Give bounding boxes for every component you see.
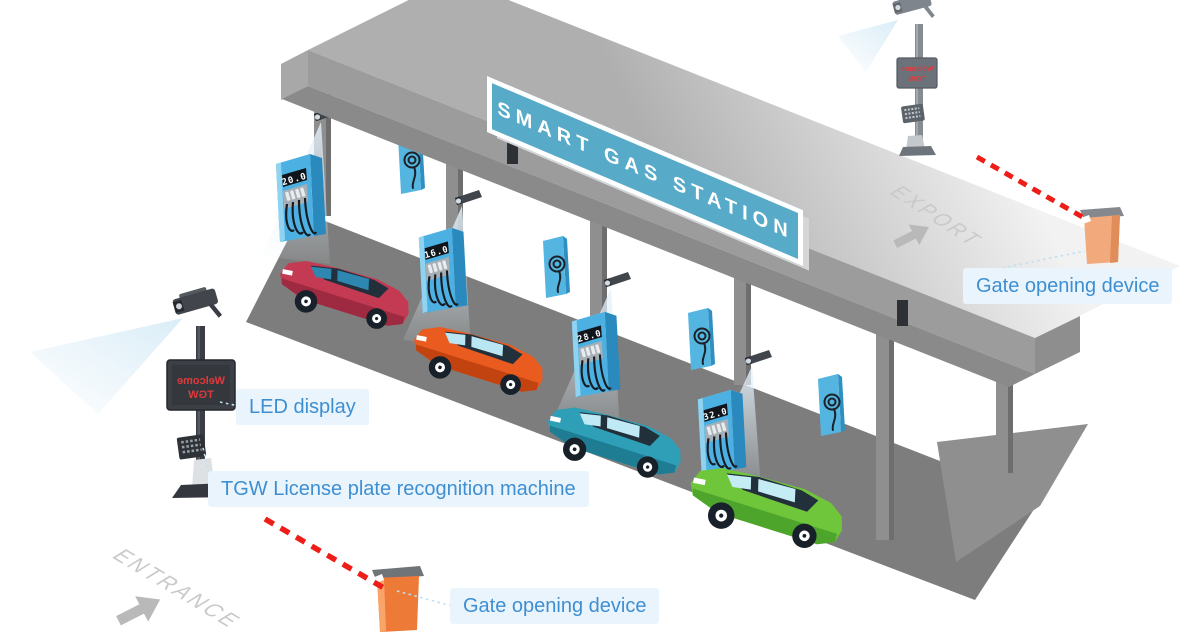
gate-opening-device-entrance: [372, 566, 424, 632]
camera-icon: [892, 0, 935, 19]
car-side-window: [758, 478, 796, 503]
car-side-window: [606, 417, 640, 438]
roof-right-cap: [1035, 316, 1080, 374]
car-headlight: [416, 335, 427, 342]
fuel-pump: 32.0: [697, 389, 747, 476]
roof-underside: [282, 86, 1035, 387]
camera-beam: [838, 20, 898, 72]
car-headlight: [549, 415, 561, 423]
keypad-unit: [176, 434, 207, 460]
gate-body: [377, 576, 419, 632]
entrance-lpr-pole: Welcome TGW: [30, 287, 236, 498]
label-gate-opening-device-export: Gate opening device: [963, 268, 1173, 304]
led-text-line2: TGW: [188, 389, 214, 401]
led-text-line1: Welcome: [901, 64, 934, 73]
car-windshield: [579, 413, 601, 427]
car-windshield: [311, 266, 332, 280]
sign-post: [507, 138, 518, 164]
fuel-pump: 20.0: [276, 154, 326, 242]
gate-opening-device-export: [1080, 207, 1124, 264]
led-display-panel: Welcome TGW: [166, 359, 236, 411]
car-headlight: [282, 269, 293, 276]
red-car: [280, 260, 409, 329]
gate-body-highlight: [377, 578, 386, 632]
camera-icon: [172, 287, 223, 318]
sign-post: [897, 300, 908, 326]
wall-pump-boxes: [398, 132, 845, 436]
fuel-pump: 28.0: [571, 311, 621, 398]
fuel-pump: 16.0: [418, 227, 468, 314]
export-lpr-pole: Welcome TGW: [838, 0, 938, 156]
teal-car: [547, 407, 681, 478]
label-lpr-machine: TGW License plate recognition machine: [208, 471, 589, 507]
label-led-display: LED display: [236, 389, 369, 425]
led-text-line1: Welcome: [177, 375, 225, 387]
entrance-arrow-icon: [112, 586, 167, 632]
camera-beam: [30, 318, 183, 414]
gate-body-shade: [1110, 215, 1120, 263]
gate-notch: [1081, 215, 1091, 224]
fuel-pumps: 20.0 16.0: [276, 154, 747, 476]
entrance-detection-line: [263, 516, 386, 591]
pole-wedge-base: [906, 135, 925, 150]
car-side-window: [471, 336, 504, 357]
car-windshield: [727, 474, 752, 490]
green-car: [690, 467, 842, 549]
roof-top-face: [308, 0, 1180, 338]
export-detection-line: [975, 154, 1088, 222]
orange-car: [414, 326, 543, 395]
pole-foot: [899, 146, 936, 156]
roof-shadow-on-ground: [937, 424, 1088, 562]
label-gate-opening-device-entrance: Gate opening device: [450, 588, 660, 624]
led-text-line2: TGW: [907, 74, 925, 83]
car-side-window: [337, 270, 370, 291]
roof-left-cap: [281, 50, 308, 100]
car-windshield: [445, 332, 466, 346]
led-display-panel: Welcome TGW: [896, 57, 938, 89]
keypad-unit: [901, 103, 925, 124]
cars: [280, 260, 842, 549]
car-headlight: [693, 477, 706, 486]
